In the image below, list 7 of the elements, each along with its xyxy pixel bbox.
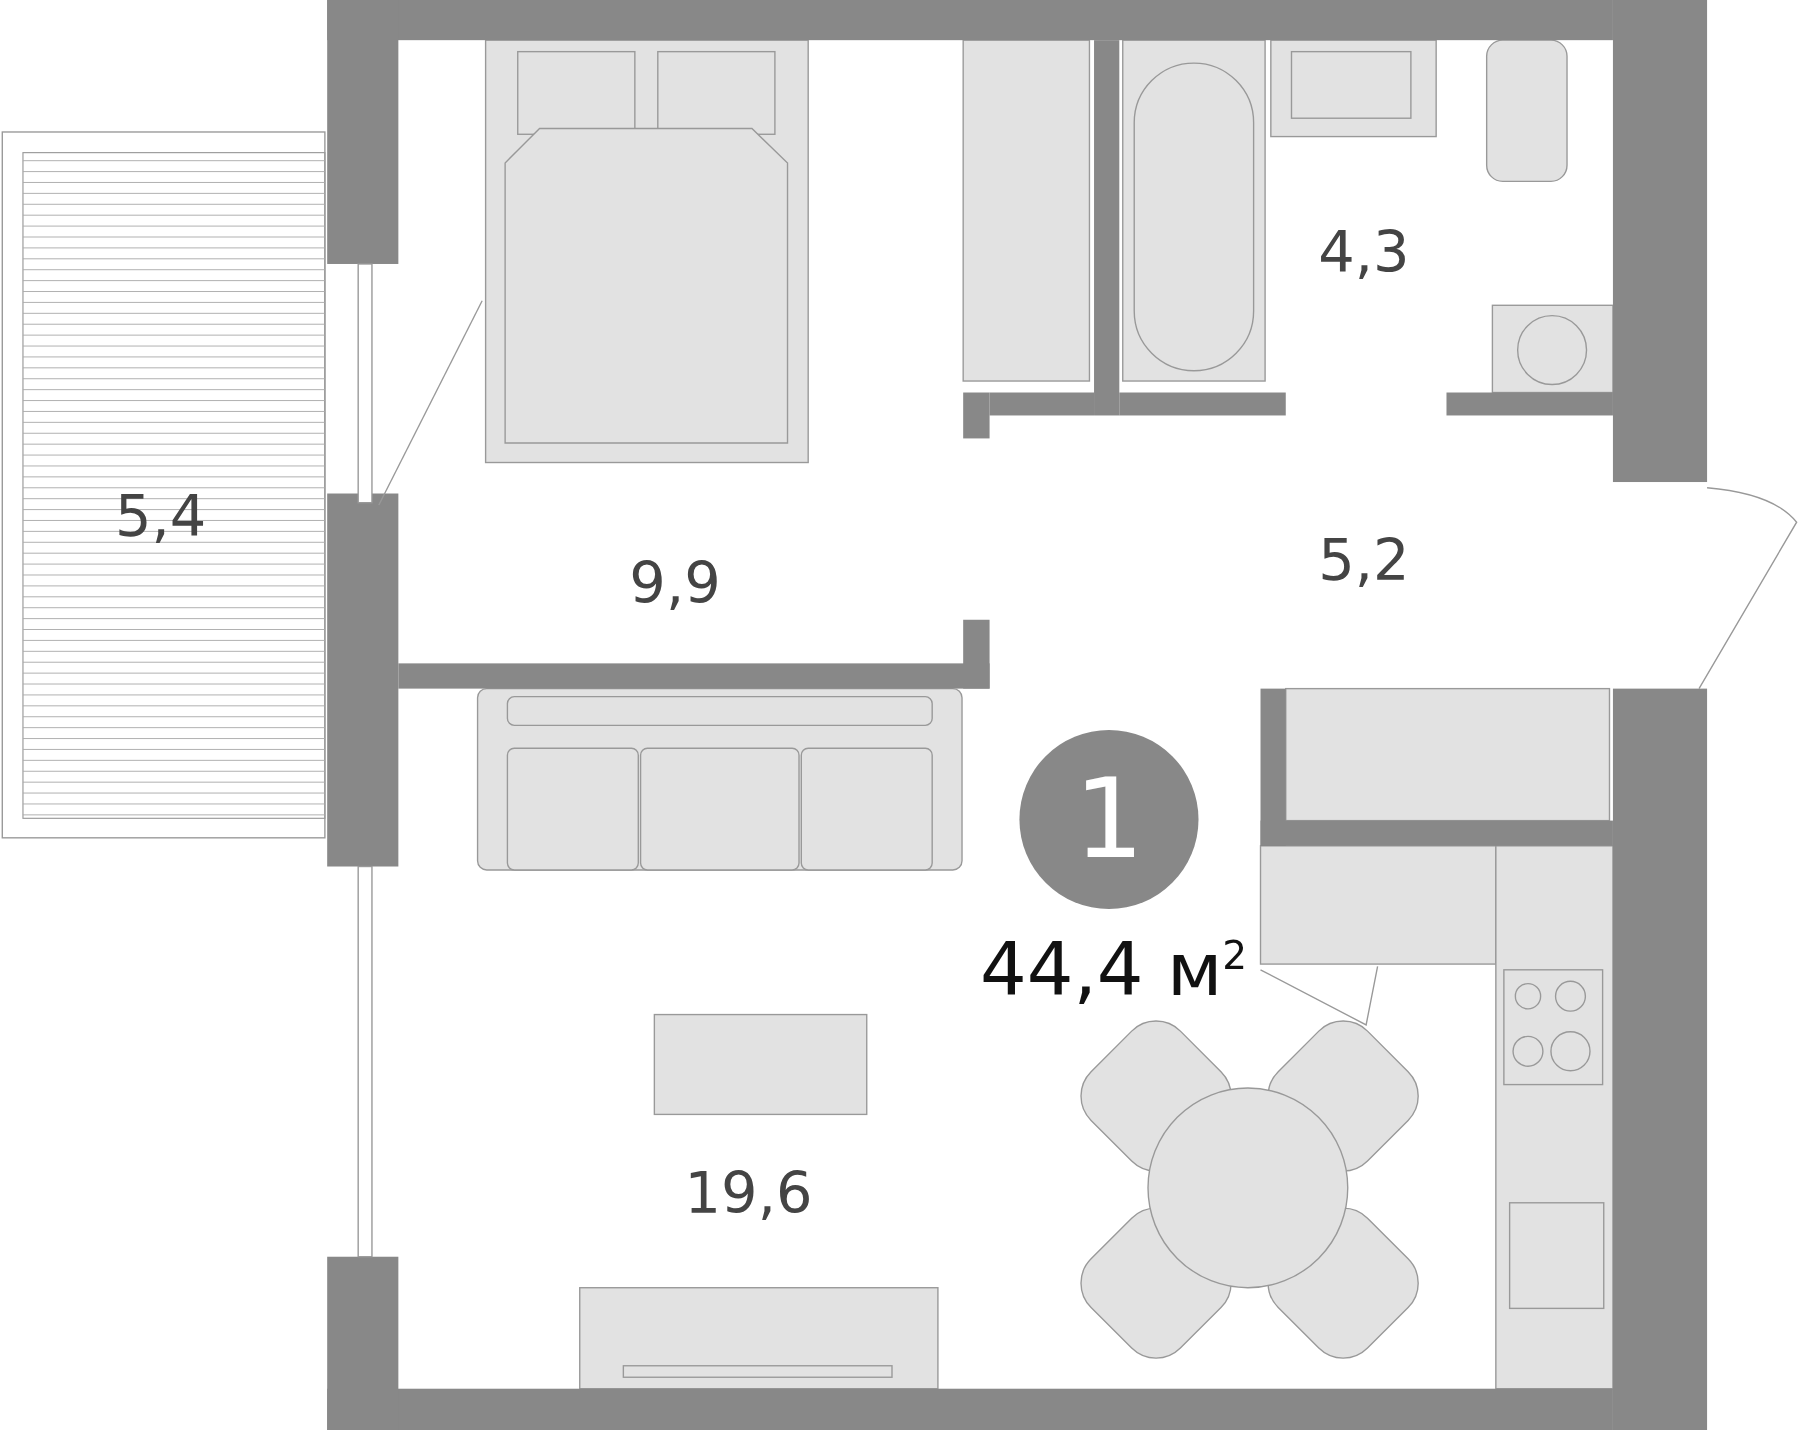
room-area: 9,9 [629,554,721,612]
room-area: 4,3 [1318,223,1410,282]
unit-number: 1 [1073,764,1144,875]
total-area: 44,4 м$^{2}$ [979,933,1248,1007]
room-area: 19,6 [684,1164,813,1223]
room-area: 5,2 [1318,531,1410,589]
room-area: 5,4 [115,487,207,546]
